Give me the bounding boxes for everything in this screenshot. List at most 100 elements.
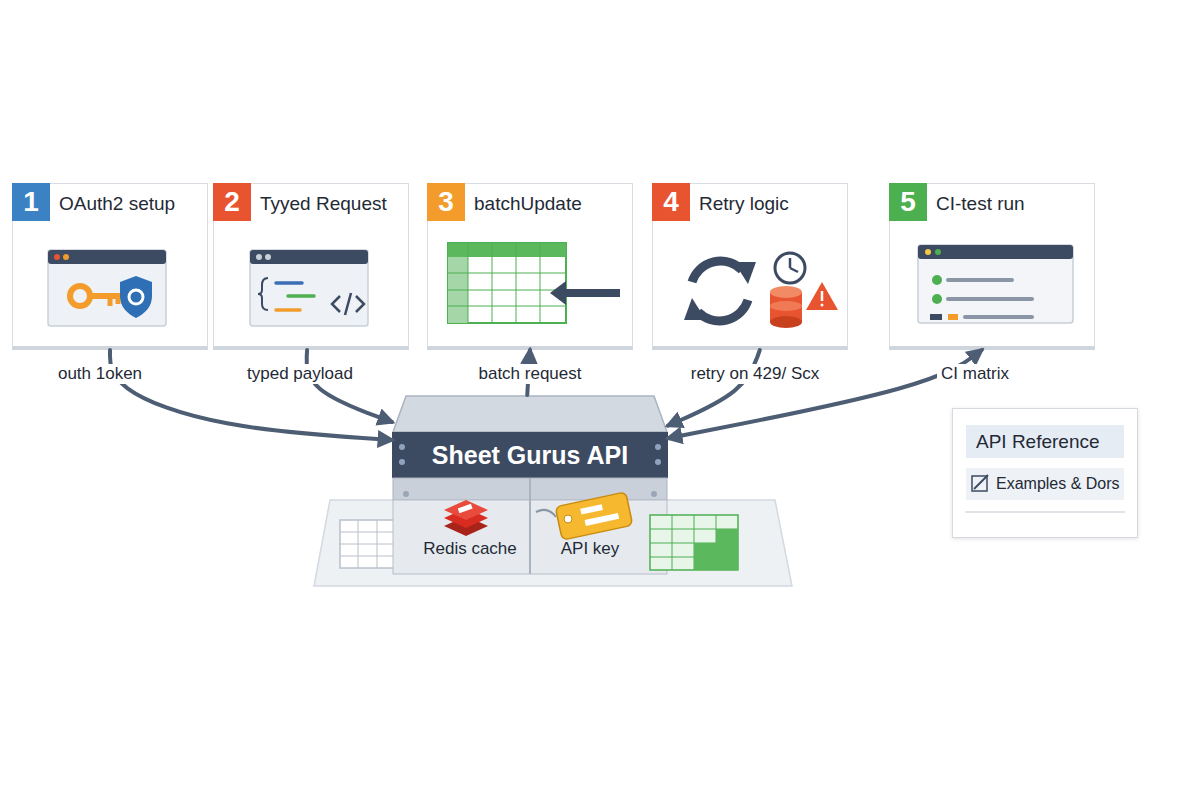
edge-label: outh 1oken [54,364,146,384]
edge-label: batch request [474,364,585,384]
warning-icon [821,304,824,307]
terminal-illustration [930,314,942,320]
browser-illustration [48,250,166,264]
pencil-icon [972,475,988,491]
server-lights [399,459,405,465]
step-card: 3batchUpdate [427,183,633,350]
terminal-illustration [948,297,1032,301]
key-tag-icon [585,513,620,526]
step-card: 5CI-test run [889,183,1095,350]
callout-number: 2 [213,183,251,221]
callout-number: 5 [889,183,927,221]
component-label: API key [532,539,648,559]
base-platform [314,500,792,586]
spreadsheet-illustration [540,243,541,323]
callout-number: 1 [12,183,50,221]
terminal-illustration [932,275,942,285]
database-icon [770,286,802,298]
spreadsheet-illustration [448,257,468,323]
server-component: Redis cache [412,487,528,567]
code-window-illustration [258,278,268,310]
key-tag-icon [536,510,556,517]
step-title: OAuth2 setup [59,193,175,215]
redis-icon [444,516,488,536]
code-window-illustration [356,296,364,312]
pencil-icon [974,475,988,489]
database-icon [770,316,802,328]
sheet-icon [650,515,738,570]
spreadsheet-illustration [448,290,566,291]
redis-icon [444,508,488,528]
terminal-illustration [965,315,1032,319]
terminal-illustration [925,249,931,255]
key-icon [70,286,90,306]
warning-icon [806,282,838,310]
key-tag-icon [580,504,603,514]
step-card: 4Retry logic [652,183,848,350]
sheet-icon [716,515,717,570]
spreadsheet-illustration [448,243,566,257]
spreadsheet-illustration [448,306,566,307]
sheet-icon [650,543,738,544]
sheet-icon [694,543,738,570]
code-window-illustration [276,281,302,285]
server-band [392,432,668,478]
terminal-illustration [918,245,1073,323]
shield-icon [120,276,152,318]
warning-icon [806,282,838,310]
sheet-icon [340,520,396,568]
key-tag-icon [555,492,632,540]
spreadsheet-illustration [448,243,566,323]
flow-arrow [110,350,392,440]
browser-illustration [63,254,69,260]
clock-icon [789,258,792,268]
server-lid [393,396,667,432]
code-window-illustration [332,296,340,312]
terminal-illustration [932,294,942,304]
sheet-icon [377,520,378,568]
shield-icon [120,276,152,318]
redis-icon [458,504,473,513]
database-icon [770,292,802,322]
insert-arrow [562,289,620,297]
code-window-illustration [276,308,300,312]
terminal-illustration [948,314,958,320]
redis-icon [444,500,488,536]
server-lights [655,459,661,465]
server-component: API key [532,487,648,567]
shield-icon [129,290,143,304]
sheet-icon [340,544,396,545]
retry-cycle-icon [734,262,756,284]
sheet-icon [716,529,738,543]
browser-illustration [48,250,166,326]
sheet-icon [358,520,359,568]
sheet-icon [340,520,396,568]
step-card: 2 Tyyed Request [213,183,409,350]
step-title: Tyyed Request [260,193,387,215]
divider-line [965,511,1125,513]
database-icon [770,286,802,328]
warning-icon [821,291,824,301]
doc-link: API Reference [966,425,1124,458]
terminal-illustration [918,245,1073,259]
divider-line [965,512,1125,513]
terminal-illustration [935,249,941,255]
docs-panel: API ReferenceExamples & Dors [952,408,1138,538]
insert-arrow [550,281,620,305]
clock-icon [775,253,805,283]
spreadsheet-illustration [492,243,493,323]
redis-icon [444,500,488,520]
spreadsheet-illustration [448,243,566,323]
sheet-icon [650,515,738,570]
flow-arrow [307,350,392,422]
doc-link: Examples & Dors [966,468,1124,500]
browser-illustration [54,254,60,260]
edge-label: retry on 429/ Scx [687,364,824,384]
spreadsheet-illustration [448,273,566,274]
key-icon [108,296,113,306]
server-title: Sheet Gurus API [392,432,668,478]
edge-label: typed payload [243,364,357,384]
